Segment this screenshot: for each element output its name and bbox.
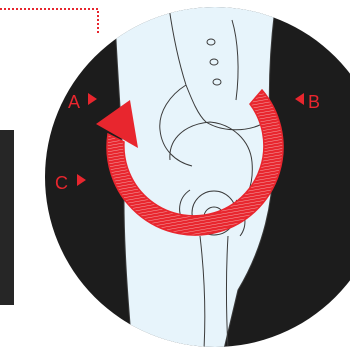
leader-line — [0, 9, 98, 34]
left-edge-shadow — [0, 130, 14, 305]
label-c: C — [55, 173, 68, 193]
label-b: B — [308, 92, 320, 112]
label-a: A — [68, 92, 80, 112]
